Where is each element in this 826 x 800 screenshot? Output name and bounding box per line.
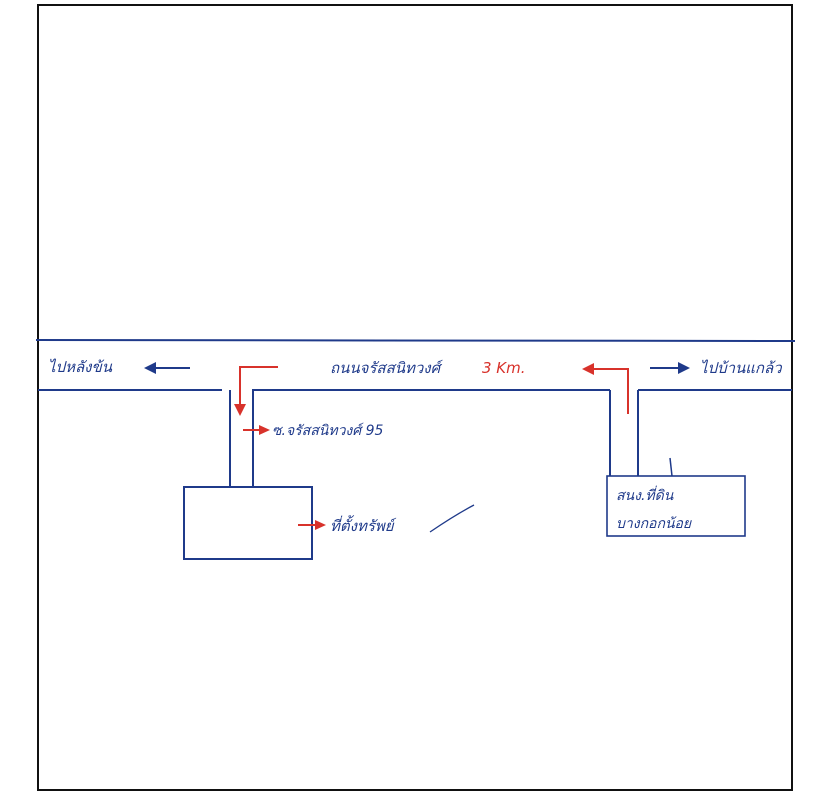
soi-pointer-icon	[243, 425, 270, 435]
destination-label: ที่ตั้งทรัพย์	[330, 515, 397, 535]
property-pointer-icon	[298, 520, 326, 530]
route-arrow-left-icon	[582, 363, 629, 414]
branch-road-label: ซ.จรัสสนิทวงศ์ 95	[272, 422, 384, 439]
left-direction-label: ไปหลังข้น	[48, 358, 113, 376]
side-road-branch	[229, 390, 254, 487]
property-plot	[183, 486, 313, 560]
route-arrow-down-icon	[234, 366, 278, 416]
landmark-tick	[669, 457, 673, 477]
road-name-label: ถนนจรัสสนิทวงศ์	[330, 359, 443, 377]
left-arrow-icon	[144, 362, 190, 374]
right-arrow-icon	[650, 362, 690, 374]
scribble-mark	[429, 504, 475, 533]
landmark-box	[606, 475, 746, 537]
map-frame	[37, 4, 793, 791]
landmark-label-line1: สนง.ที่ดิน	[616, 485, 674, 504]
right-direction-label: ไปบ้านแกล้ว	[700, 359, 783, 377]
landmark-access-road	[609, 390, 639, 476]
distance-label: 3 Km.	[482, 359, 526, 377]
landmark-label-line2: บางกอกน้อย	[616, 516, 692, 532]
main-road	[35, 339, 796, 391]
